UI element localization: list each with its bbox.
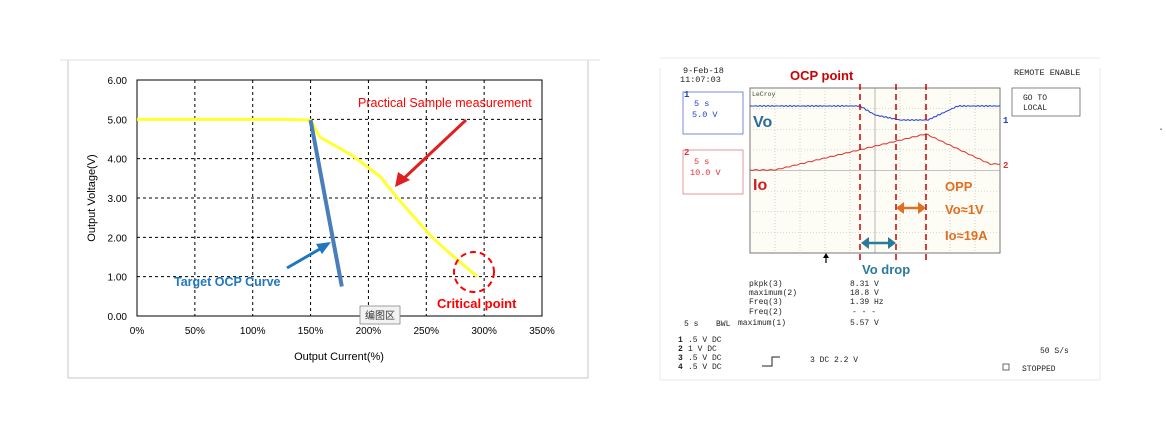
trigger-arrow-icon <box>823 253 829 263</box>
meas-label-4: maximum(1) <box>738 319 786 328</box>
annot-target-ocp: Target OCP Curve <box>174 275 281 289</box>
stopped-indicator-icon <box>1002 363 1010 371</box>
channel-2-box: 2 5 s 10.0 V <box>682 148 744 195</box>
opp-double-arrow <box>896 202 926 214</box>
edit-area-tag <box>359 305 401 325</box>
annot-ocp-point: OCP point <box>790 68 854 83</box>
ocp-xtick-label: 150% <box>298 326 324 337</box>
annot-critical-point: Critical point <box>437 296 517 311</box>
meas-value-2: 1.39 Hz <box>850 298 884 307</box>
ocp-x-ticks: 0% 50% 100% 150% 200% 250% 300% 350% <box>130 326 555 337</box>
meas-label-2: Freq(3) <box>749 298 783 307</box>
scope-brand: LeCroy <box>752 91 776 98</box>
channel-1-timebase: 5 s <box>694 99 709 109</box>
edge-dot: . <box>1158 123 1164 134</box>
channel-1-waveform <box>749 104 1001 122</box>
annot-practical-sample: Practical Sample measurement <box>358 96 532 110</box>
meas-value-4: 5.57 V <box>850 319 879 328</box>
ocp-xtick-label: 200% <box>356 326 382 337</box>
arrow-practical-sample <box>398 118 468 184</box>
ocp-ylabel: Output Voltage(V) <box>86 154 98 241</box>
ocp-ytick-label: 4.00 <box>108 155 128 166</box>
footer-row-1-id: 1 <box>678 336 683 345</box>
ocp-series <box>137 117 479 287</box>
measurements-table: pkpk(3) 8.31 V maximum(2) 18.8 V Freq(3)… <box>738 280 884 328</box>
ocp-y-ticks: 0.00 1.00 2.00 3.00 4.00 5.00 6.00 <box>108 76 128 323</box>
channel-2-waveform <box>749 133 1001 172</box>
meas-value-1: 18.8 V <box>850 289 879 298</box>
footer-channel-rows: 1 .5 V DC 2 1 V DC 3 .5 V DC 4 .5 V DC <box>678 336 722 372</box>
footer-row-2-id: 2 <box>678 345 683 354</box>
channel-2-id: 2 <box>684 148 689 158</box>
footer-row-3-id: 3 <box>678 354 683 363</box>
meas-label-1: maximum(2) <box>749 289 797 298</box>
footer-sample-rate: 50 S/s <box>1040 347 1069 356</box>
ocp-xtick-label: 50% <box>185 326 205 337</box>
arrow-practical-sample-head <box>395 172 410 187</box>
arrow-target-ocp-head <box>316 242 331 254</box>
edit-area-label: 编图区 <box>365 309 395 322</box>
ocp-xtick-label: 250% <box>413 326 439 337</box>
ocp-ytick-label: 2.00 <box>108 233 128 244</box>
ocp-chart: 0.00 1.00 2.00 3.00 4.00 5.00 6.00 0% 50% 100% 15… <box>60 59 600 379</box>
scope-time: 11:07:03 <box>680 75 721 85</box>
annot-vo-1v: Vo≈1V <box>945 202 984 217</box>
go-to-local-line1: GO TO <box>1023 94 1047 103</box>
footer-row-1: .5 V DC <box>688 336 722 345</box>
go-to-local-button[interactable]: GO TO LOCAL <box>1011 87 1081 117</box>
footer-row-2: 1 V DC <box>688 345 717 354</box>
footer-bwl: BWL <box>716 320 731 329</box>
ocp-series-target <box>308 119 344 287</box>
label-io: Io <box>753 177 767 194</box>
vo-drop-double-arrow <box>861 237 896 249</box>
footer-row-4-id: 4 <box>678 363 683 372</box>
footer-state: STOPPED <box>1022 365 1056 374</box>
ocp-xtick-label: 100% <box>240 326 266 337</box>
ocp-xtick-label: 350% <box>529 326 555 337</box>
ocp-ytick-label: 0.00 <box>108 312 128 323</box>
ocp-ytick-label: 6.00 <box>108 76 128 87</box>
channel-1-right-marker: 1 <box>1003 116 1009 126</box>
annot-opp: OPP <box>945 179 973 194</box>
ocp-xlabel: Output Current(%) <box>294 351 384 363</box>
footer-row-4: .5 V DC <box>688 363 722 372</box>
footer-trigger: 3 DC 2.2 V <box>810 356 858 365</box>
scope-screenshot: 9-Feb-18 11:07:03 REMOTE ENABLE GO TO LO… <box>659 57 1164 381</box>
trigger-edge-icon <box>762 356 780 367</box>
meas-label-0: pkpk(3) <box>749 280 783 289</box>
meas-value-0: 8.31 V <box>850 280 879 289</box>
channel-2-timebase: 5 s <box>694 157 709 167</box>
channel-2-right-marker: 2 <box>1003 161 1008 171</box>
ocp-ytick-label: 5.00 <box>108 115 128 126</box>
channel-1-box: 1 5 s 5.0 V <box>682 90 744 135</box>
channel-1-scale: 5.0 V <box>692 110 718 120</box>
scope-outer-lines <box>659 57 1101 381</box>
ocp-ytick-label: 3.00 <box>108 194 128 205</box>
annot-io-19a: Io≈19A <box>945 228 988 243</box>
ocp-xtick-label: 0% <box>130 326 145 337</box>
critical-point-circle <box>453 251 495 293</box>
footer-row-3: .5 V DC <box>688 354 722 363</box>
meas-value-3: - - - <box>852 308 876 317</box>
label-vo: Vo <box>753 114 772 131</box>
meas-label-3: Freq(2) <box>749 308 783 317</box>
channel-2-scale: 10.0 V <box>690 168 722 178</box>
scope-grid <box>750 88 1000 253</box>
ocp-ytick-label: 1.00 <box>108 273 128 284</box>
channel-1-id: 1 <box>684 90 690 100</box>
ocp-xtick-label: 300% <box>471 326 497 337</box>
arrow-target-ocp <box>286 244 326 270</box>
go-to-local-line2: LOCAL <box>1023 104 1047 113</box>
scope-date: 9-Feb-18 <box>683 66 724 76</box>
scope-remote: REMOTE ENABLE <box>1014 68 1080 78</box>
ocp-series-practical <box>137 117 479 278</box>
annot-vo-drop: Vo drop <box>862 262 910 277</box>
footer-timebase: 5 s <box>684 320 699 329</box>
